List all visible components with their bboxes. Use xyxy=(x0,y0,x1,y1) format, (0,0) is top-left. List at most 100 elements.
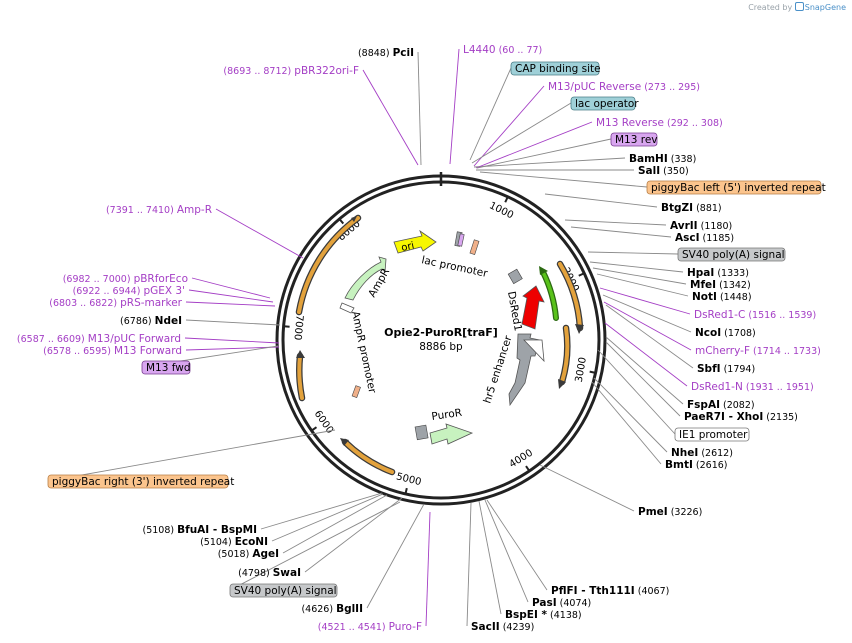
site-leader xyxy=(605,341,681,417)
ring-tick xyxy=(525,465,531,472)
feature-box[interactable] xyxy=(229,583,338,598)
arc-green xyxy=(541,270,558,320)
arc-green-head xyxy=(539,266,548,275)
feature-box-label: M13 rev xyxy=(615,134,658,146)
feature-box[interactable] xyxy=(610,132,658,147)
box-leader xyxy=(229,501,401,591)
hr5-enhancer-feature[interactable] xyxy=(508,333,541,407)
feature-labels: (8848) PciI BamHI (338)SalI (350) BtgZI (8… xyxy=(17,44,826,633)
ring-tick xyxy=(404,487,408,495)
restriction-site[interactable]: (4626) BglII xyxy=(301,603,363,615)
primer-label[interactable]: (6922 .. 6944) pGEX 3' xyxy=(73,285,185,297)
restriction-site[interactable]: SbfI (1794) xyxy=(697,363,755,375)
primer-label[interactable]: mCherry-F (1714 .. 1733) xyxy=(695,345,821,357)
primer-leader xyxy=(425,511,431,627)
ring-tick-label: 7000 xyxy=(291,314,304,340)
primer-leader xyxy=(184,337,280,344)
restriction-site[interactable]: (6786) NdeI xyxy=(120,315,182,327)
primer-label[interactable]: (8693 .. 8712) pBR322ori-F xyxy=(223,65,359,77)
restriction-site[interactable]: NheI (2612) xyxy=(671,447,733,459)
box-leader xyxy=(587,251,679,255)
ie1-feature[interactable] xyxy=(523,339,545,363)
feature-box[interactable] xyxy=(141,360,191,375)
feature-box[interactable] xyxy=(677,247,786,262)
primer-label[interactable]: L4440 (60 .. 77) xyxy=(463,44,542,56)
primer-label[interactable]: (4521 .. 4541) Puro-F xyxy=(318,621,422,633)
ring-tick xyxy=(311,426,318,432)
restriction-site[interactable]: SacII (4239) xyxy=(471,621,534,633)
primer-leader xyxy=(599,287,691,315)
snapgene-logo-icon xyxy=(794,2,804,11)
arc-dsred2-head xyxy=(558,379,566,389)
restriction-site[interactable]: NotI (1448) xyxy=(692,291,752,303)
m13-rev-feature[interactable] xyxy=(457,233,465,247)
primer-label[interactable]: (6803 .. 6822) pRS-marker xyxy=(49,297,182,309)
restriction-site[interactable]: PmeI (3226) xyxy=(638,506,702,518)
primer-label[interactable]: (7391 .. 7410) Amp-R xyxy=(106,204,212,216)
tan-feature-left[interactable] xyxy=(351,385,361,399)
restriction-site[interactable]: (5018) AgeI xyxy=(218,548,279,560)
primer-label[interactable]: DsRed1-C (1516 .. 1539) xyxy=(694,309,816,321)
feature-box-label: piggyBac left (5') inverted repeat xyxy=(651,182,826,194)
box-leader xyxy=(469,67,512,161)
site-leader xyxy=(592,267,687,285)
feature-box[interactable] xyxy=(674,427,750,442)
ring-tick-label: 3000 xyxy=(574,356,589,383)
ori-feature[interactable] xyxy=(393,229,437,254)
primer-label[interactable]: M13/pUC Reverse (273 .. 295) xyxy=(548,81,700,93)
feature-box[interactable] xyxy=(570,96,636,111)
feature-box-label: CAP binding site xyxy=(515,63,601,75)
dsred1-feature[interactable] xyxy=(521,285,545,330)
site-leader xyxy=(589,261,684,273)
restriction-site[interactable]: (8848) PciI xyxy=(358,47,414,59)
primer-label[interactable]: M13 Reverse (292 .. 308) xyxy=(596,117,723,129)
restriction-site[interactable]: BtgZI (881) xyxy=(661,202,722,214)
leader-lines xyxy=(47,48,694,627)
restriction-site[interactable]: (4798) SwaI xyxy=(238,567,301,579)
restriction-site[interactable]: (5108) BfuAI - BspMI xyxy=(143,524,257,536)
site-leader xyxy=(544,193,658,208)
restriction-site[interactable]: PaeR7I - XhoI (2135) xyxy=(684,411,798,423)
restriction-site[interactable]: BamHI (338) xyxy=(629,153,696,165)
restriction-site[interactable]: BspEI * (4138) xyxy=(505,609,582,621)
restriction-site[interactable]: FspAI (2082) xyxy=(687,399,755,411)
site-leader xyxy=(271,493,384,542)
site-leader xyxy=(593,377,668,453)
arc-8000 xyxy=(297,216,360,314)
restriction-site[interactable]: PflFI - Tth111I (4067) xyxy=(551,585,669,597)
ring-tick xyxy=(283,325,290,328)
box-leader xyxy=(476,138,612,169)
site-leader xyxy=(304,497,403,573)
primer-leader xyxy=(191,277,271,299)
feature-box[interactable] xyxy=(646,180,822,195)
puror-feature[interactable] xyxy=(429,423,474,445)
sv40-feature[interactable] xyxy=(507,268,523,285)
restriction-site[interactable]: AscI (1185) xyxy=(675,232,734,244)
box-leader xyxy=(47,429,336,482)
restriction-site[interactable]: NcoI (1708) xyxy=(695,327,756,339)
primer-label[interactable]: DsRed1-N (1931 .. 1951) xyxy=(691,381,814,393)
restriction-site[interactable]: BmtI (2616) xyxy=(665,459,727,471)
primer-label[interactable]: (6578 .. 6595) M13 Forward xyxy=(43,345,182,357)
ampr-feature[interactable] xyxy=(344,256,387,301)
pbac-left-feature[interactable] xyxy=(469,239,480,255)
ampr-promoter-feature[interactable] xyxy=(339,302,355,314)
restriction-site[interactable]: MfeI (1342) xyxy=(690,279,751,291)
lac-promoter-label: lac promoter xyxy=(420,254,489,280)
restriction-site[interactable]: AvrII (1180) xyxy=(670,220,732,232)
restriction-site[interactable]: SalI (350) xyxy=(638,165,689,177)
ori-label: ori xyxy=(400,240,415,253)
backbone-inner xyxy=(281,180,601,500)
sv40-bottom-feature[interactable] xyxy=(414,424,429,441)
feature-box-label: piggyBac right (3') inverted repeat xyxy=(52,476,234,488)
ring-tick-label: 5000 xyxy=(395,471,422,488)
restriction-site[interactable]: PasI (4074) xyxy=(532,597,591,609)
feature-box[interactable] xyxy=(510,61,600,76)
restriction-site[interactable]: (5104) EcoNI xyxy=(200,536,268,548)
restriction-site[interactable]: HpaI (1333) xyxy=(687,267,749,279)
arc-pbac-right xyxy=(343,440,394,474)
primer-label[interactable]: (6587 .. 6609) M13/pUC Forward xyxy=(17,333,181,345)
arc-left-head xyxy=(296,350,305,358)
feature-box[interactable] xyxy=(47,474,229,489)
primer-label[interactable]: (6982 .. 7000) pBRforEco xyxy=(63,273,188,285)
